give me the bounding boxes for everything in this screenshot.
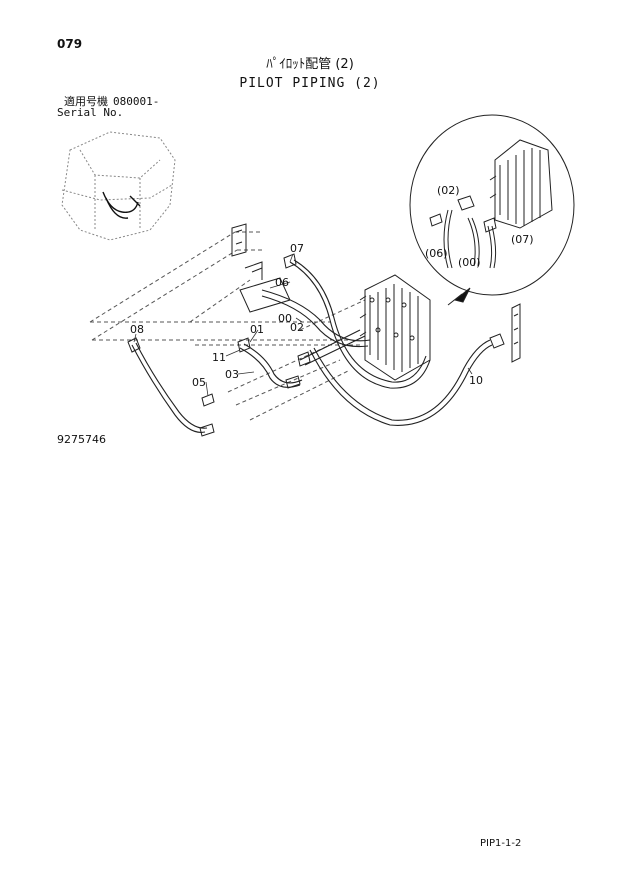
callout-06: 06	[275, 276, 289, 289]
callout-07: 07	[290, 242, 304, 255]
callout-03: 03	[225, 368, 239, 381]
drawing-number: 9275746	[57, 433, 106, 446]
fittings	[127, 253, 311, 437]
title-japanese: ﾊﾟｲﾛｯﾄ配管 (2)	[266, 57, 354, 72]
bracket-top	[231, 223, 247, 257]
callout-05: 05	[192, 376, 206, 389]
detail-callout-06: (06)	[425, 247, 448, 260]
page-number: 079	[57, 37, 83, 51]
serial-label-english: Serial No.	[57, 106, 124, 119]
callout-08: 08	[130, 323, 144, 336]
footer-code: PIP1-1-2	[480, 838, 522, 849]
callout-11: 11	[212, 351, 226, 364]
machine-overview-thumbnail	[61, 131, 176, 241]
machine-overview-pipe-highlight	[102, 191, 141, 219]
detail-callout-07: (07)	[511, 233, 534, 246]
callout-10: 10	[469, 374, 483, 387]
callout-02: 02	[290, 321, 304, 334]
hoses	[131, 259, 493, 433]
serial-number: 080001-	[113, 95, 160, 108]
callout-leaders	[133, 253, 473, 397]
title-english: PILOT PIPING (2)	[239, 76, 381, 91]
callout-01: 01	[250, 323, 264, 336]
detail-view-circle	[409, 114, 575, 306]
callout-00: 00	[278, 312, 292, 325]
right-bracket	[489, 303, 521, 363]
detail-callout-00: (00)	[458, 256, 481, 269]
detail-callout-02: (02)	[437, 184, 460, 197]
control-valve	[359, 274, 431, 381]
serial-label-japanese: 適用号機	[64, 95, 108, 108]
